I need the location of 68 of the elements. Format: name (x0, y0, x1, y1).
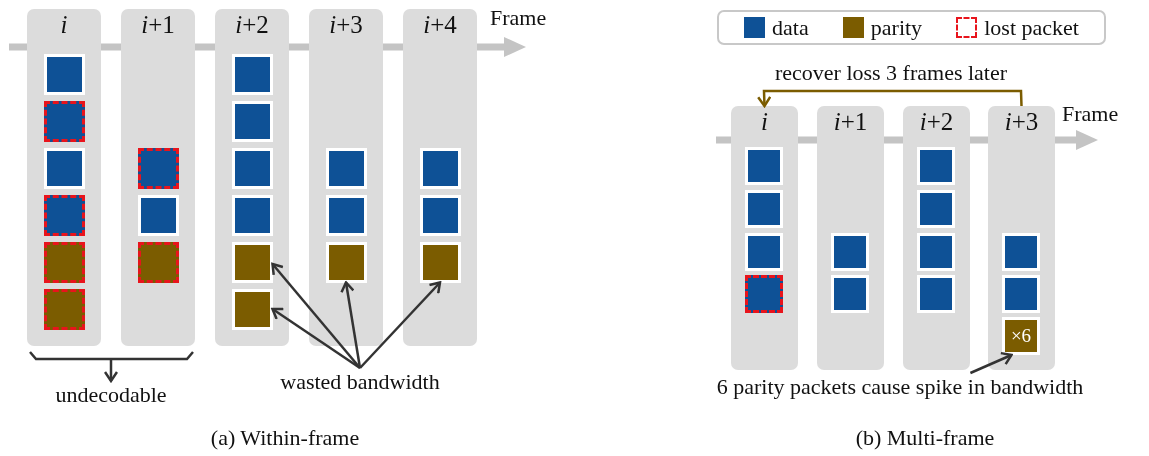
data-packet (1002, 233, 1040, 271)
data-packet (831, 233, 869, 271)
frame-column (27, 9, 101, 346)
data-packet (231, 194, 273, 236)
annotation-text: wasted bandwidth (265, 368, 455, 396)
parity-packet (231, 288, 273, 330)
data-packet (137, 194, 179, 236)
data-packet (231, 53, 273, 95)
data-packet (419, 147, 461, 189)
annotation-text: undecodable (41, 381, 181, 409)
data-packet (231, 147, 273, 189)
frame-column (309, 9, 383, 346)
parity-lost-packet (43, 241, 85, 283)
annotation-text: 6 parity packets cause spike in bandwidth (680, 373, 1120, 401)
data-lost-packet (43, 100, 85, 142)
axis-label: Frame (1062, 100, 1120, 128)
data-packet (745, 147, 783, 185)
arrow (271, 307, 361, 370)
data-packet (917, 147, 955, 185)
caption: (b) Multi-frame (854, 424, 996, 452)
arrow (103, 359, 119, 383)
parity-packet: ×6 (1002, 317, 1040, 355)
legend-label: data (772, 13, 809, 42)
legend-label: parity (870, 13, 923, 42)
frame-column (403, 9, 477, 346)
data-packet (745, 233, 783, 271)
frame-label: i (760, 108, 769, 136)
data-packet (917, 190, 955, 228)
frame-column (988, 106, 1055, 370)
frame-label: i (59, 11, 69, 39)
data-packet (1002, 275, 1040, 313)
arrow (969, 351, 1013, 375)
frame-label: i+3 (1003, 108, 1040, 136)
data-packet (43, 147, 85, 189)
arrow (359, 281, 442, 369)
data-lost-packet (137, 147, 179, 189)
arrow (340, 281, 362, 369)
frame-label: i+2 (234, 11, 270, 39)
data-packet (419, 194, 461, 236)
axis-label: Frame (490, 4, 548, 32)
data-lost-packet (43, 194, 85, 236)
parity-packet (325, 241, 367, 283)
data-packet (917, 275, 955, 313)
parity-packet (419, 241, 461, 283)
data-packet (43, 53, 85, 95)
parity-lost-packet (43, 288, 85, 330)
frame-label: i+1 (832, 108, 869, 136)
arrow (756, 89, 1023, 108)
frame-column (903, 106, 970, 370)
frame-label: i+1 (140, 11, 176, 39)
data-packet (325, 194, 367, 236)
frame-column (121, 9, 195, 346)
data-packet (231, 100, 273, 142)
data-packet (325, 147, 367, 189)
parity-lost-packet (137, 241, 179, 283)
frame-column (817, 106, 884, 370)
frame-label: i+2 (918, 108, 955, 136)
data-packet (831, 275, 869, 313)
frame-label: i+3 (328, 11, 364, 39)
legend-label: lost packet (984, 13, 1079, 42)
frame-column (215, 9, 289, 346)
caption: (a) Within-frame (209, 424, 361, 452)
parity-packet (231, 241, 273, 283)
data-packet (745, 190, 783, 228)
frame-column (731, 106, 798, 370)
frame-label: i+4 (422, 11, 458, 39)
data-lost-packet (745, 275, 783, 313)
data-packet (917, 233, 955, 271)
